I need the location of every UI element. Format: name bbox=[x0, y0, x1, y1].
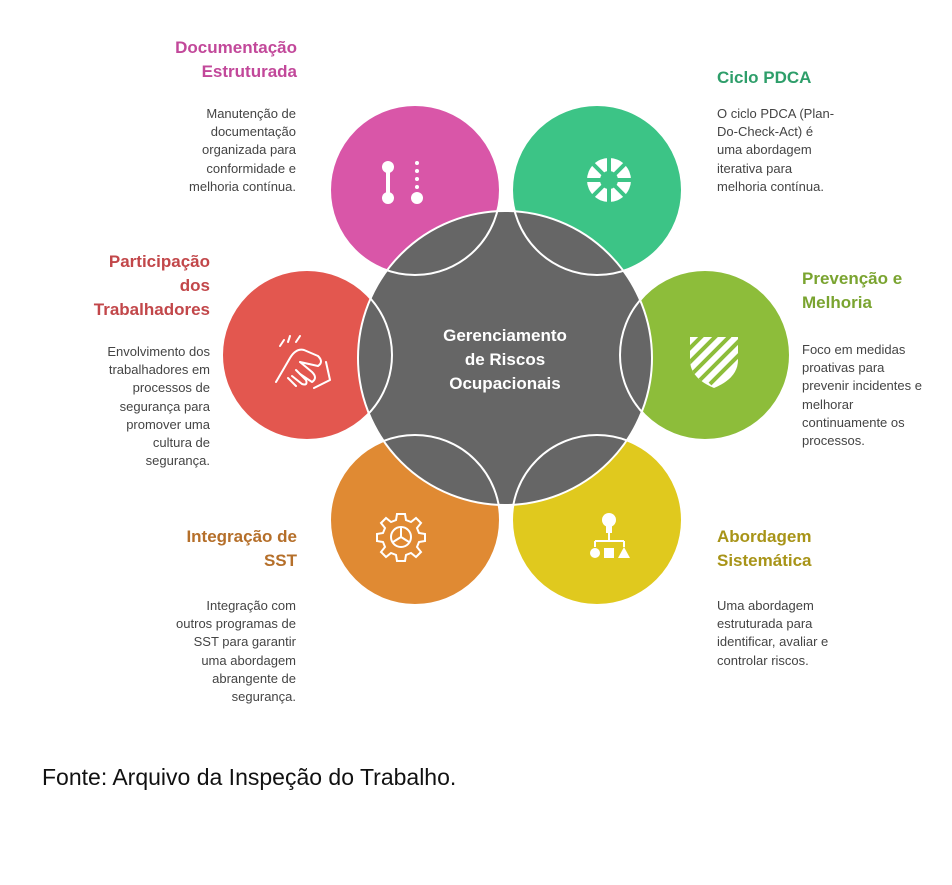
petal-participacao bbox=[222, 270, 392, 440]
handshake-icon bbox=[275, 335, 331, 389]
title-participacao: Participação dos Trabalhadores bbox=[93, 252, 210, 319]
desc-abordagem: Uma abordagem estruturada para identific… bbox=[717, 598, 829, 668]
center-title-line1: Gerenciamento bbox=[443, 326, 567, 345]
title-prevencao: Prevenção e Melhoria bbox=[802, 269, 903, 312]
title-pdca: Ciclo PDCA bbox=[717, 68, 812, 87]
cycle-icon bbox=[585, 156, 633, 204]
center-title-line2: de Riscos bbox=[465, 350, 545, 369]
hierarchy-icon bbox=[590, 513, 630, 558]
desc-integracao: Integração com outros programas de SST p… bbox=[176, 598, 296, 705]
desc-prevencao: Foco em medidas proativas para prevenir … bbox=[802, 342, 922, 449]
title-integracao: Integração de SST bbox=[186, 527, 297, 570]
center-circle bbox=[358, 211, 652, 505]
source-caption: Fonte: Arquivo da Inspeção do Trabalho. bbox=[42, 764, 457, 790]
desc-pdca: O ciclo PDCA (Plan- Do-Check-Act) é uma … bbox=[717, 106, 835, 194]
center-title-line3: Ocupacionais bbox=[449, 374, 560, 393]
desc-documentacao: Manutenção de documentação organizada pa… bbox=[189, 106, 296, 194]
shield-icon bbox=[690, 337, 738, 388]
branch-icon bbox=[382, 161, 423, 204]
title-documentacao: Documentação Estruturada bbox=[175, 38, 297, 81]
desc-participacao: Envolvimento dos trabalhadores em proces… bbox=[107, 344, 210, 469]
gear-icon bbox=[376, 513, 426, 562]
title-abordagem: Abordagem Sistemática bbox=[717, 527, 812, 570]
